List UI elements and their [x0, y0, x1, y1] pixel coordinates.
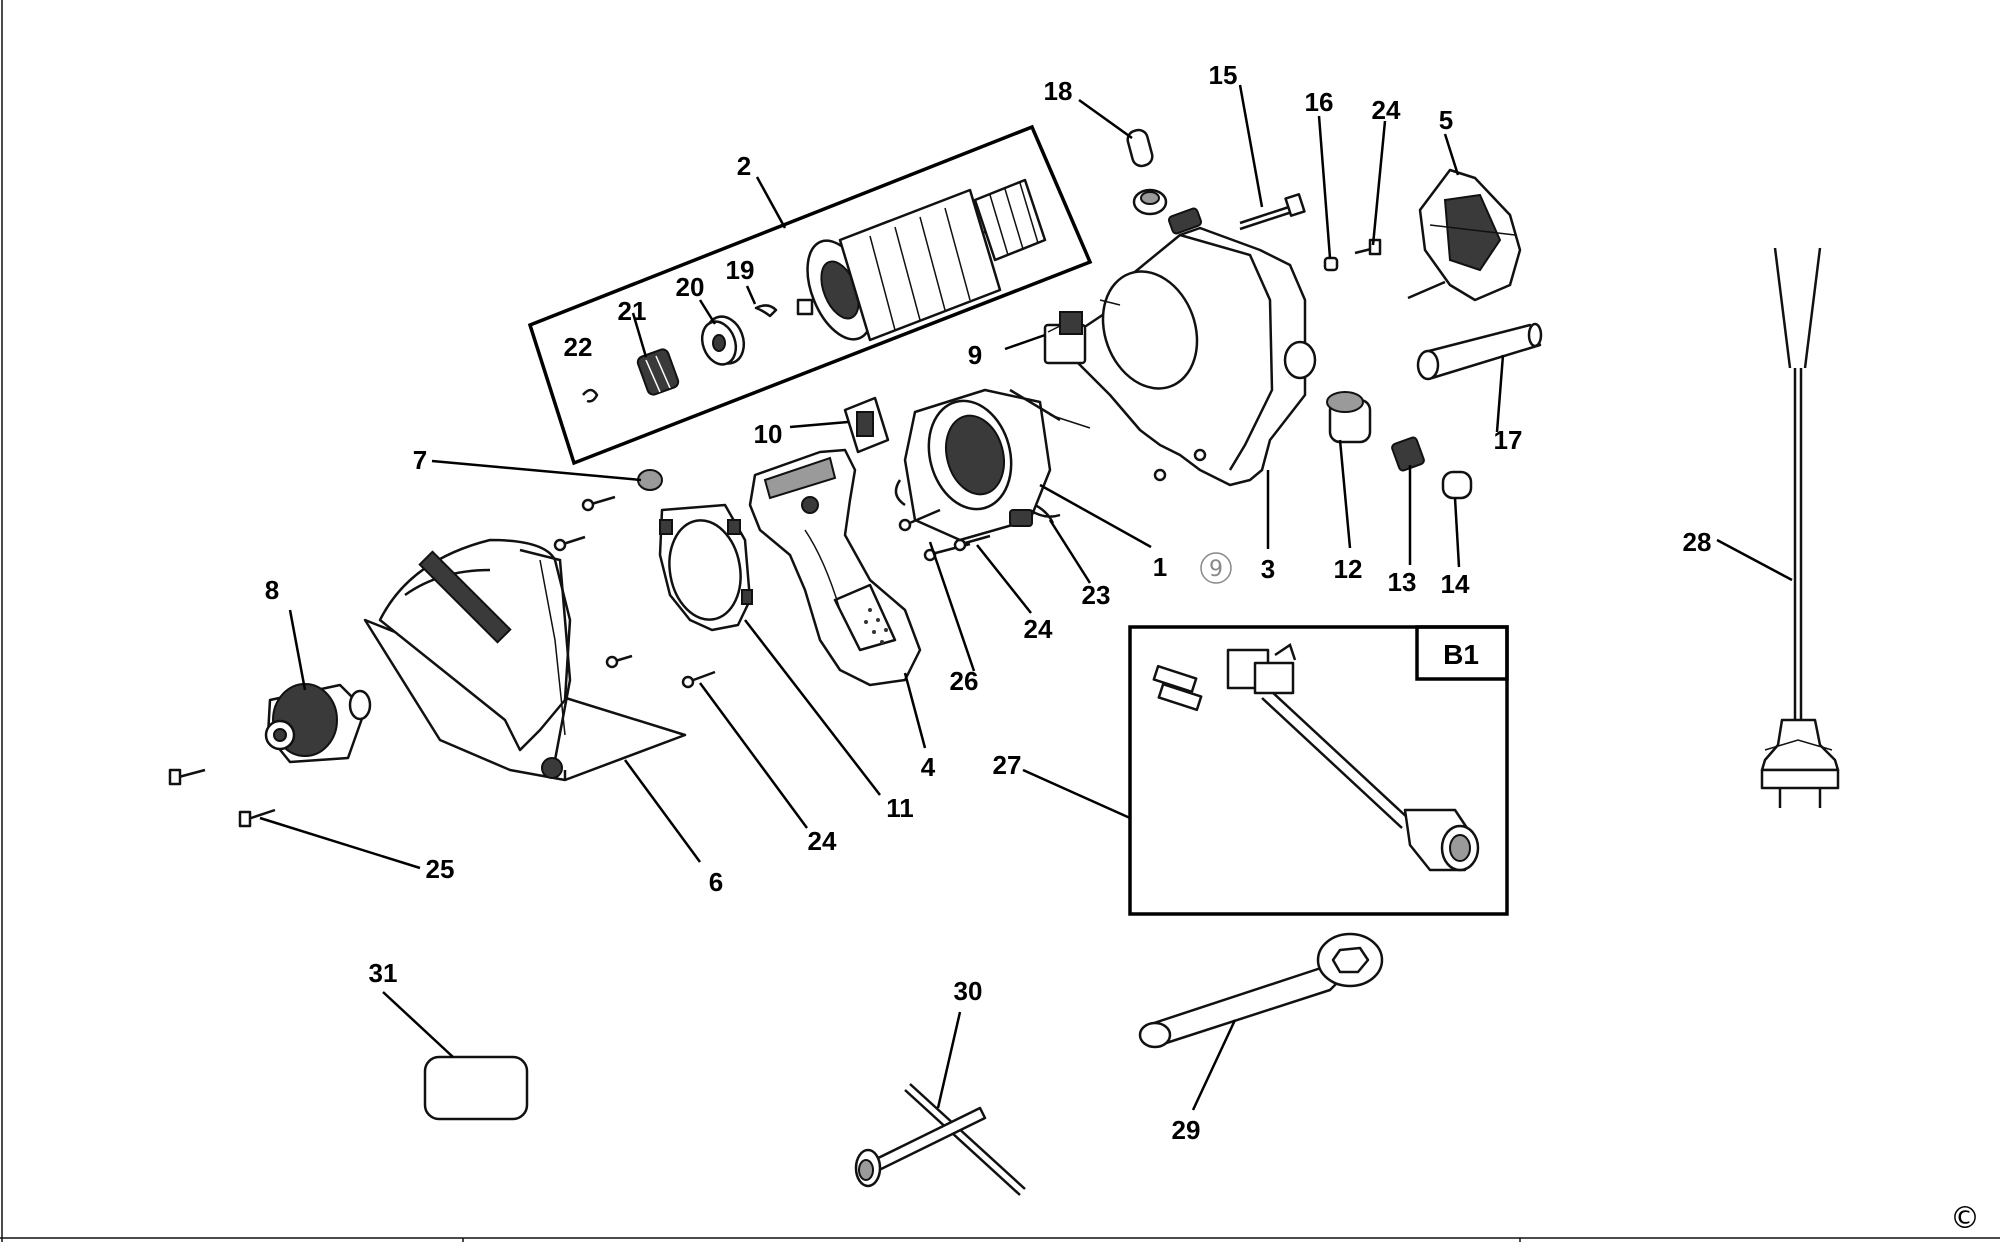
side-handle-part: [1416, 322, 1543, 381]
carbon-brush-part: [1391, 436, 1425, 472]
label-3: 3: [1261, 554, 1275, 584]
gearbox-part: [264, 683, 372, 764]
guard-screws-part: [553, 495, 633, 669]
label-17: 17: [1494, 425, 1523, 455]
label-24-lower: 24: [808, 826, 837, 856]
end-cap-part: [1407, 168, 1522, 302]
label-29: 29: [1172, 1115, 1201, 1145]
label-5: 5: [1439, 105, 1453, 135]
label-12: 12: [1334, 554, 1363, 584]
switch-part: [843, 396, 890, 454]
label-21: 21: [618, 296, 647, 326]
inset-label-b1: B1: [1443, 639, 1479, 670]
pinion-part: [636, 348, 680, 396]
brush-holder-part: [1043, 311, 1087, 365]
label-30: 30: [954, 976, 983, 1006]
label-25: 25: [426, 854, 455, 884]
switch-cable-assembly-part: [1152, 643, 1480, 872]
leader-lines: [259, 84, 1793, 1111]
circled-number-mark: 9: [1200, 552, 1232, 584]
label-6: 6: [709, 867, 723, 897]
screw-24-lower-part: [681, 670, 716, 689]
circlip-part: [582, 388, 599, 403]
screw-15-part: [1239, 193, 1306, 231]
label-15: 15: [1209, 60, 1238, 90]
label-22: 22: [564, 332, 593, 362]
brush-spring-part: [1009, 503, 1055, 527]
label-10: 10: [754, 419, 783, 449]
brush-cap-part: [1326, 391, 1372, 444]
washer-part: [1126, 128, 1154, 168]
label-9: 9: [968, 340, 982, 370]
b1-inset-box: [1128, 625, 1509, 916]
blade-guard-part: [363, 538, 687, 782]
label-plate-part: [423, 1055, 529, 1121]
screw-7-part: [637, 469, 663, 491]
label-8: 8: [265, 575, 279, 605]
handle-housing-part: [748, 448, 922, 687]
label-26: 26: [950, 666, 979, 696]
baffle-ring-part: [658, 503, 753, 632]
label-27: 27: [993, 750, 1022, 780]
label-24-top: 24: [1372, 95, 1401, 125]
cap-14-part: [1441, 470, 1473, 500]
label-31: 31: [369, 958, 398, 988]
label-18: 18: [1044, 76, 1073, 106]
screws-25-part: [168, 768, 276, 828]
label-1: 1: [1153, 552, 1167, 582]
t-wrench-part: [854, 1083, 1026, 1196]
screw-26-part: [898, 508, 941, 532]
label-16: 16: [1305, 87, 1334, 117]
label-7: 7: [413, 445, 427, 475]
circled-number-text: 9: [1209, 557, 1223, 582]
part-number-labels: 1 2 3 4 5 6 7 8 9 10 11 12 13 14 15 16 1…: [265, 60, 1980, 1236]
armature-group-box: [527, 124, 1093, 466]
stator-part: [894, 388, 1091, 542]
label-28: 28: [1683, 527, 1712, 557]
pin-16-part: [1323, 256, 1339, 272]
label-23: 23: [1082, 580, 1111, 610]
label-20: 20: [676, 272, 705, 302]
label-11: 11: [886, 793, 914, 823]
motor-housing-part: [1073, 207, 1317, 487]
label-2: 2: [737, 151, 751, 181]
label-4: 4: [921, 752, 936, 782]
bushing-part: [1132, 188, 1168, 216]
label-13: 13: [1388, 567, 1417, 597]
armature-part: [796, 178, 1047, 342]
screw-24-top-part: [1354, 238, 1382, 256]
label-24-mid: 24: [1024, 614, 1053, 644]
label-14: 14: [1441, 569, 1470, 599]
woodruff-key-part: [754, 304, 778, 318]
label-19: 19: [726, 255, 755, 285]
spanner-part: [1138, 932, 1384, 1049]
bearing-part: [700, 315, 746, 366]
copyright-mark: ©: [1950, 1201, 1980, 1236]
power-cord-part: [1760, 247, 1840, 808]
